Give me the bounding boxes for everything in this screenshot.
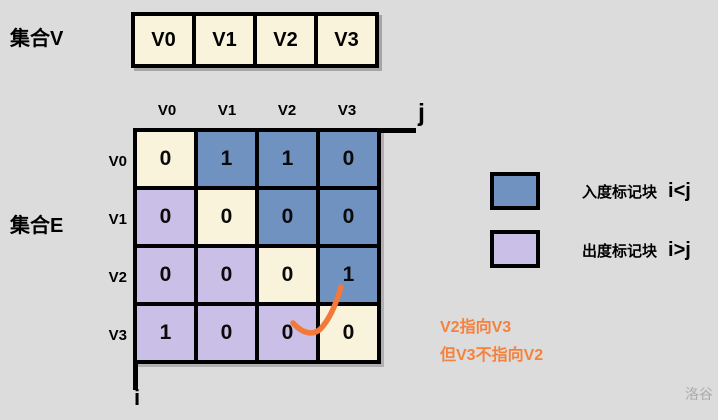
set-v-cell-v1: V1 — [192, 12, 257, 68]
legend-out-degree-label: 出度标记块 — [582, 243, 658, 260]
legend-item-out-degree: 出度标记块 i>j — [582, 239, 691, 262]
matrix-cell-v0-v2: 1 — [259, 132, 316, 186]
i-axis-line — [133, 364, 138, 390]
matrix-col-header-v1: V1 — [217, 102, 237, 119]
matrix-cell-v1-v2: 0 — [259, 190, 316, 244]
matrix-row-header-v1: V1 — [108, 210, 127, 228]
annotation-line-1: V2指向V3 — [440, 319, 512, 336]
matrix-cell-v2-v2: 0 — [259, 248, 316, 302]
matrix-cell-v3-v3: 0 — [320, 306, 377, 360]
set-v-label: 集合V — [10, 28, 64, 50]
matrix-cell-v0-v0: 0 — [137, 132, 194, 186]
i-axis-label: i — [134, 385, 141, 410]
matrix-col-header-v2: V2 — [277, 102, 297, 119]
set-v-cell-v0: V0 — [131, 12, 196, 68]
matrix-row-header-v2: V2 — [108, 268, 127, 286]
j-axis-label: j — [418, 99, 425, 127]
legend-in-degree-condition: i<j — [668, 180, 691, 202]
matrix-cell-v0-v1: 1 — [198, 132, 255, 186]
matrix-row-header-v3: V3 — [108, 326, 127, 344]
matrix-row-header-v0: V0 — [108, 152, 127, 170]
annotation-text: V2指向V3 但V3不指向V2 — [440, 314, 543, 370]
matrix-cell-v2-v3: 1 — [320, 248, 377, 302]
matrix-cell-v2-v1: 0 — [198, 248, 255, 302]
legend-swatch-out-degree — [490, 230, 540, 268]
set-e-label: 集合E — [10, 215, 64, 237]
matrix-cell-v3-v0: 1 — [137, 306, 194, 360]
matrix-cell-v3-v1: 0 — [198, 306, 255, 360]
matrix-cell-v2-v0: 0 — [137, 248, 194, 302]
watermark-text: 洛谷 — [685, 386, 713, 402]
matrix-col-header-v3: V3 — [337, 102, 357, 119]
legend-swatch-in-degree — [490, 172, 540, 210]
matrix-cell-v1-v3: 0 — [320, 190, 377, 244]
legend-out-degree-condition: i>j — [668, 239, 691, 261]
matrix-cell-v0-v3: 0 — [320, 132, 377, 186]
matrix-cell-v3-v2: 0 — [259, 306, 316, 360]
annotation-line-2: 但V3不指向V2 — [440, 347, 544, 364]
j-axis-line — [379, 128, 416, 133]
matrix-column-headers: V0 V1 V2 V3 — [137, 102, 377, 119]
set-v-cell-v3: V3 — [314, 12, 379, 68]
matrix-cell-v1-v0: 0 — [137, 190, 194, 244]
legend-in-degree-label: 入度标记块 — [582, 184, 658, 201]
legend-item-in-degree: 入度标记块 i<j — [582, 180, 691, 203]
matrix-cell-v1-v1: 0 — [198, 190, 255, 244]
matrix-col-header-v0: V0 — [157, 102, 177, 119]
set-v-cell-v2: V2 — [253, 12, 318, 68]
